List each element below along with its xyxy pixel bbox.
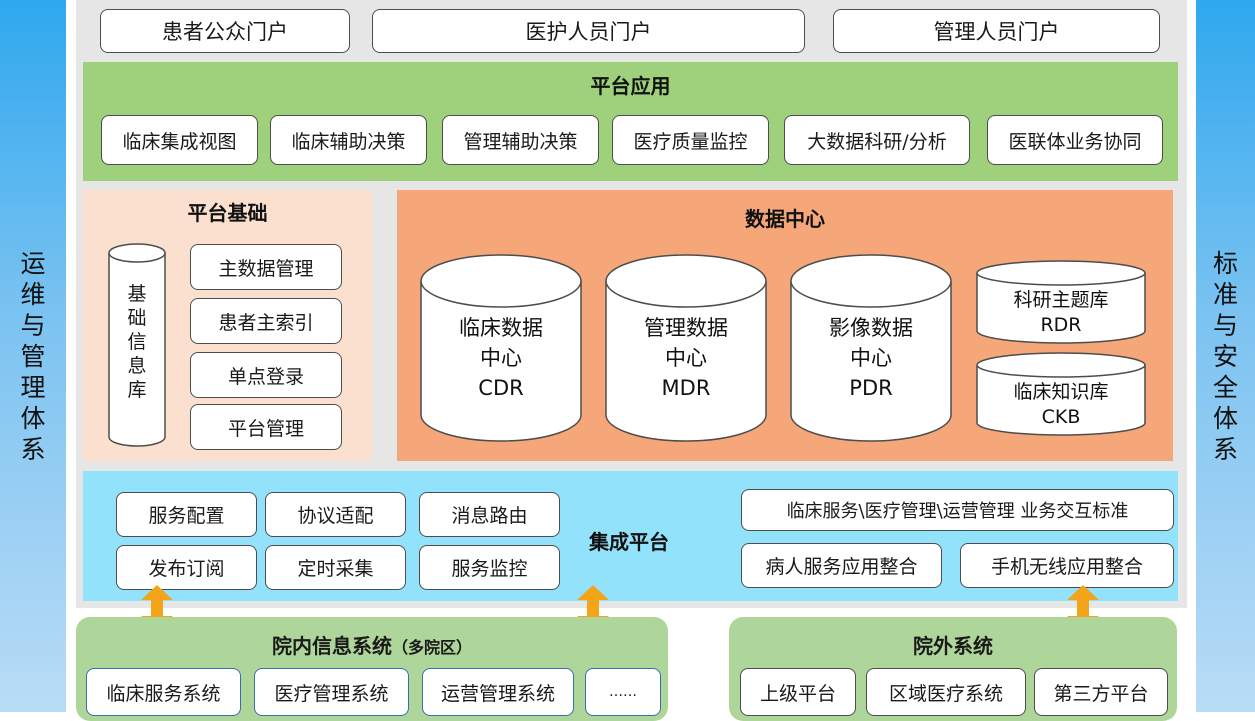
- cylinder-cdr-shape: [420, 254, 582, 442]
- internal-system-item: 医疗管理系统: [254, 668, 409, 716]
- cylinder-cdr-line2: 中心: [480, 346, 522, 370]
- right-side-char: 系: [1212, 434, 1238, 464]
- integration-item: 发布订阅: [116, 545, 257, 590]
- base-library-cylinder: [108, 243, 166, 447]
- cylinder-pdr-shape: [790, 254, 952, 442]
- app-item: 临床辅助决策: [270, 115, 427, 165]
- left-side-char: 维: [20, 279, 46, 309]
- cylinder-mdr-line2: 中心: [665, 346, 707, 370]
- cylinder-ckb-shape: [976, 352, 1146, 436]
- library-char: 息: [127, 355, 147, 377]
- library-char: 础: [127, 307, 147, 329]
- right-side-char: 体: [1212, 403, 1238, 433]
- cylinder-ckb: 临床知识库 CKB: [975, 351, 1147, 437]
- right-side-char: 与: [1212, 310, 1238, 340]
- internal-systems-title-suffix: （多院区）: [391, 638, 472, 657]
- integration-standard: 临床服务\医疗管理\运营管理 业务交互标准: [741, 489, 1174, 531]
- app-item: 大数据科研/分析: [784, 115, 970, 165]
- left-side-char: 运: [20, 248, 46, 278]
- integration-item: 消息路由: [419, 492, 560, 537]
- external-system-item: 第三方平台: [1034, 668, 1168, 716]
- app-item: 医疗质量监控: [612, 115, 769, 165]
- cylinder-mdr-line3: MDR: [661, 376, 711, 400]
- internal-system-item: 运营管理系统: [422, 668, 574, 716]
- right-side-bar: 标 准 与 安 全 体 系: [1196, 0, 1255, 712]
- cylinder-cdr-line3: CDR: [478, 376, 524, 400]
- cylinder-cdr: 临床数据 中心 CDR: [419, 253, 583, 443]
- internal-systems-heading: 院内信息系统（多院区）: [76, 630, 668, 659]
- platform-base-title: 平台基础: [187, 201, 268, 225]
- cylinder-rdr-shape: [976, 260, 1146, 344]
- integration-item: 定时采集: [265, 545, 406, 590]
- left-side-char: 理: [20, 372, 46, 402]
- app-item: 临床集成视图: [101, 115, 258, 165]
- library-char: 库: [127, 379, 147, 401]
- cylinder-rdr: 科研主题库 RDR: [975, 259, 1147, 345]
- left-side-char: 系: [20, 434, 46, 464]
- cylinder-ckb-line2: CKB: [1041, 406, 1081, 428]
- integration-item: 服务监控: [419, 545, 560, 590]
- cylinder-mdr-shape: [605, 254, 767, 442]
- right-side-char: 安: [1212, 341, 1238, 371]
- internal-system-item: 临床服务系统: [86, 668, 241, 716]
- internal-system-item: ……: [585, 668, 661, 716]
- library-char: 基: [127, 283, 147, 305]
- portal-medical-staff: 医护人员门户: [372, 9, 805, 53]
- left-side-char: 与: [20, 310, 46, 340]
- app-item: 管理辅助决策: [442, 115, 599, 165]
- integration-item: 协议适配: [265, 492, 406, 537]
- cylinder-mdr-line1: 管理数据: [644, 316, 728, 340]
- base-library-label: 基 础 信 息 库: [107, 282, 167, 402]
- cylinder-pdr-line3: PDR: [849, 376, 893, 400]
- base-item: 患者主索引: [190, 298, 342, 344]
- platform-app-title: 平台应用: [590, 74, 671, 98]
- right-side-char: 准: [1212, 279, 1238, 309]
- left-side-char: 管: [20, 341, 46, 371]
- base-item: 平台管理: [190, 404, 342, 450]
- left-side-char: 体: [20, 403, 46, 433]
- cylinder-cdr-line1: 临床数据: [459, 316, 543, 340]
- left-side-bar: 运 维 与 管 理 体 系: [0, 0, 66, 712]
- cylinder-ckb-line1: 临床知识库: [1013, 381, 1109, 403]
- cylinder-rdr-line1: 科研主题库: [1013, 289, 1109, 311]
- internal-systems-title: 院内信息系统: [271, 634, 392, 658]
- cylinder-pdr: 影像数据 中心 PDR: [789, 253, 953, 443]
- integration-mobile-apps: 手机无线应用整合: [960, 543, 1174, 588]
- cylinder-mdr: 管理数据 中心 MDR: [604, 253, 768, 443]
- cylinder-pdr-line2: 中心: [850, 346, 892, 370]
- cylinder-pdr-line1: 影像数据: [829, 316, 913, 340]
- integration-item: 服务配置: [116, 492, 257, 537]
- external-systems-title: 院外系统: [913, 634, 993, 658]
- right-side-char: 全: [1212, 372, 1238, 402]
- right-side-char: 标: [1212, 248, 1238, 278]
- base-item: 单点登录: [190, 352, 342, 398]
- base-item: 主数据管理: [190, 244, 342, 290]
- external-system-item: 上级平台: [740, 668, 856, 716]
- data-center-title: 数据中心: [745, 207, 825, 231]
- library-char: 信: [127, 331, 147, 353]
- integration-title: 集成平台: [589, 530, 669, 554]
- external-system-item: 区域医疗系统: [866, 668, 1026, 716]
- app-item: 医联体业务协同: [987, 115, 1163, 165]
- portal-management: 管理人员门户: [833, 9, 1160, 53]
- integration-patient-apps: 病人服务应用整合: [741, 543, 942, 588]
- portal-patient: 患者公众门户: [100, 9, 350, 53]
- cylinder-rdr-line2: RDR: [1040, 314, 1082, 336]
